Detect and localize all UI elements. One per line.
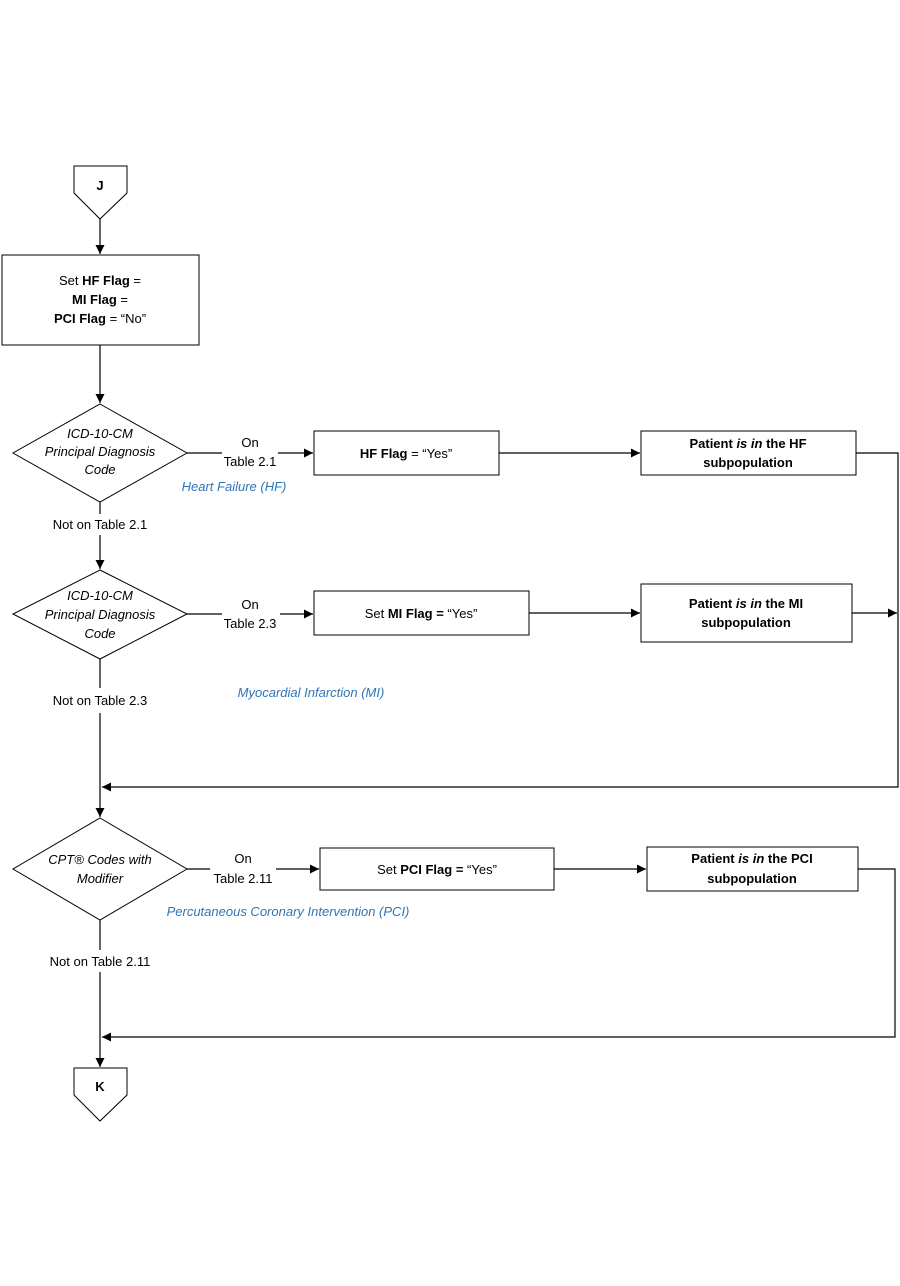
decision-mi-yes-label-2: Table 2.3 [224,616,277,631]
result-mi-line-1: Patient is in the MI [689,596,803,611]
decision-hf-yes-label-2: Table 2.1 [224,454,277,469]
connector-line [102,452,899,792]
decision-pci-diamond: CPT® Codes with Modifier [12,817,188,921]
decision-hf-diamond: ICD-10-CM Principal Diagnosis Code [11,403,189,503]
decision-pci-no-label: Not on Table 2.11 [50,954,151,969]
result-mi-line-2: subpopulation [701,615,791,630]
decision-mi-line-1: ICD-10-CM [67,588,133,603]
decision-mi-line-3: Code [84,626,115,641]
action-hf-box: HF Flag = “Yes” [313,430,500,476]
result-hf-box: Patient is in the HF subpopulation [640,430,857,476]
decision-pci-yes-label-2: Table 2.11 [213,871,272,886]
end-connector: K [73,1067,128,1122]
action-mi-text: Set MI Flag = “Yes” [365,606,478,621]
decision-hf-no-label: Not on Table 2.1 [53,517,147,532]
decision-pci-line-2: Modifier [77,871,124,886]
decision-hf-line-1: ICD-10-CM [67,426,133,441]
action-pci-text: Set PCI Flag = “Yes” [377,862,497,877]
result-hf-line-1: Patient is in the HF [689,436,806,451]
result-pci-box: Patient is in the PCI subpopulation [646,846,859,892]
decision-hf-line-3: Code [84,462,115,477]
decision-mi-line-2: Principal Diagnosis [45,607,156,622]
start-connector: J [73,165,128,220]
result-pci-line-1: Patient is in the PCI [691,851,812,866]
result-pci-line-2: subpopulation [707,871,797,886]
connector-line [102,868,896,1042]
decision-hf-yes-label-1: On [241,435,258,450]
init-line-3: PCI Flag = “No” [54,311,146,326]
init-line-1: Set HF Flag = [59,273,141,288]
decision-pci-yes-label-1: On [234,851,251,866]
decision-mi-note: Myocardial Infarction (MI) [238,685,385,700]
decision-mi-diamond: ICD-10-CM Principal Diagnosis Code [11,569,189,660]
start-connector-label: J [96,178,103,193]
action-hf-text: HF Flag = “Yes” [360,446,452,461]
decision-hf-note: Heart Failure (HF) [182,479,287,494]
end-connector-label: K [95,1079,105,1094]
init-flags-box: Set HF Flag = MI Flag = PCI Flag = “No” [1,254,200,346]
decision-hf-line-2: Principal Diagnosis [45,444,156,459]
decision-pci-line-1: CPT® Codes with [48,852,152,867]
result-hf-line-2: subpopulation [703,455,793,470]
decision-mi-yes-label-1: On [241,597,258,612]
result-mi-box: Patient is in the MI subpopulation [640,583,853,643]
decision-pci-note: Percutaneous Coronary Intervention (PCI) [167,904,410,919]
init-line-2: MI Flag = [72,292,128,307]
action-pci-box: Set PCI Flag = “Yes” [319,847,555,891]
decision-mi-no-label: Not on Table 2.3 [53,693,147,708]
action-mi-box: Set MI Flag = “Yes” [313,590,530,636]
